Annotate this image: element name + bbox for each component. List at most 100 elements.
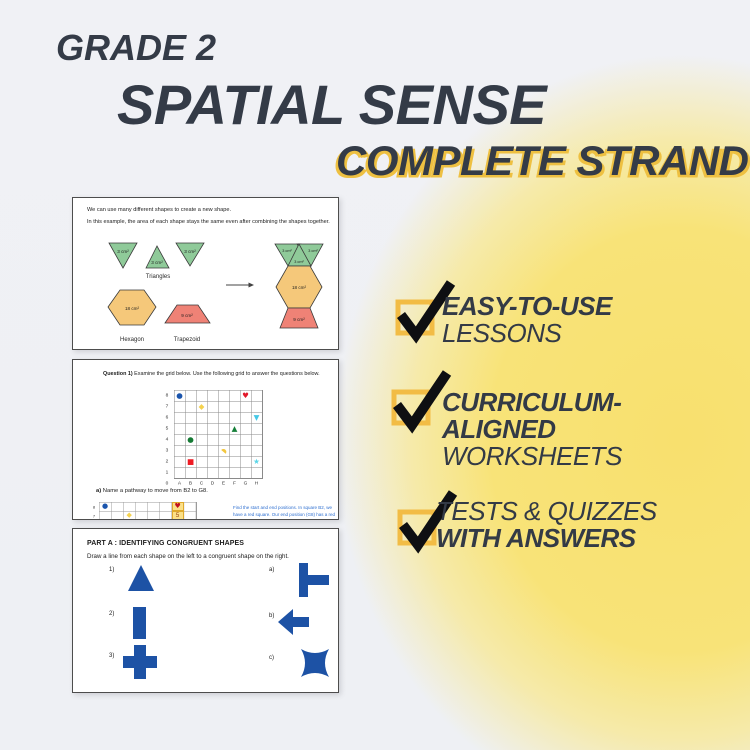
blue-star-shape (301, 649, 329, 677)
checklist-line: CURRICULUM- (442, 387, 622, 417)
answer-value: 5 (175, 512, 180, 519)
question-text: Examine the grid below. Use the followin… (134, 371, 320, 377)
grid-axis-label: 2 (165, 459, 169, 464)
grid-axis-label: B (188, 481, 193, 487)
checklist-line: TESTS & QUIZZES (436, 496, 657, 526)
item-number-3: 3) (109, 653, 115, 659)
item-letter-c: c) (269, 655, 274, 661)
highlighted-cell (171, 502, 184, 511)
area-label: 18 cm² (125, 306, 140, 311)
checklist-item-tests: TESTS & QUIZZES WITH ANSWERS (392, 486, 730, 571)
mini-grid: 87●♥◆▼5 (93, 501, 197, 519)
lesson-intro-line2: In this example, the area of each shape … (87, 219, 330, 225)
grid-axis-label: 1 (165, 470, 169, 475)
worksheet-preview-congruent: PART A : IDENTIFYING CONGRUENT SHAPES Dr… (72, 528, 339, 693)
congruent-instruction: Draw a line from each shape on the left … (87, 553, 289, 560)
grid-shape-green-circle: ● (187, 434, 194, 444)
arrow-right-icon (226, 282, 254, 288)
blue-plus-shape (123, 645, 157, 679)
checklist-line: WITH ANSWERS (436, 523, 636, 553)
trapezoid-shape (164, 304, 211, 324)
page-subtitle: COMPLETE STRAND (336, 137, 749, 184)
area-label: 3 cm² (282, 249, 292, 253)
highlighted-cell (171, 511, 184, 519)
lesson-intro-line1: We can use many different shapes to crea… (87, 207, 232, 213)
grid-axis-label: 7 (165, 404, 169, 409)
grid-axis-label: E (221, 481, 226, 487)
grid-axis-label: D (210, 481, 215, 487)
worksheet-preview-lesson: We can use many different shapes to crea… (72, 197, 339, 350)
part-a-text: Name a pathway to move from B2 to G8. (102, 488, 208, 494)
checked-checkbox-icon (391, 370, 452, 434)
blue-rectangle-shape (133, 607, 146, 639)
item-number-1: 1) (109, 567, 115, 573)
grid-axis-label: 8 (165, 393, 169, 398)
grid-axis-label: 0 (165, 481, 169, 487)
grid-axis-label: 8 (92, 504, 96, 509)
checklist-line: WORKSHEETS (442, 441, 622, 471)
area-label: 9 cm² (293, 317, 305, 322)
grid-axis-label: 7 (92, 513, 96, 518)
hexagon-label: Hexagon (120, 337, 144, 343)
grid-shape-red-square: ■ (186, 456, 195, 466)
grade-label: GRADE 2 (56, 27, 217, 68)
worksheet-preview-grid: Question 1) Examine the grid below. Use … (72, 359, 339, 520)
grid-axis-label: 5 (165, 426, 169, 431)
grid-shape-yellow-banana: ◗ (218, 445, 229, 455)
question-heading: Question 1) Examine the grid below. Use … (103, 371, 320, 377)
grid-axis-label: F (233, 481, 236, 487)
question-label: Question 1) (103, 371, 133, 377)
grid-axis-label: 6 (165, 415, 169, 420)
area-label: 9 cm² (181, 313, 193, 318)
grid-shape-cyan-triangle: ▼ (253, 412, 260, 422)
triangle-up (145, 245, 170, 269)
grid-axis-label: C (199, 481, 204, 487)
checklist-line: ALIGNED (442, 414, 556, 444)
blue-t-shape (299, 563, 329, 597)
checked-checkbox-icon (397, 490, 458, 554)
grid-axis-label: G (243, 481, 248, 487)
congruent-shapes-figure (123, 563, 329, 679)
checklist-line: LESSONS (442, 318, 562, 348)
grid-shape-blue-circle: ● (101, 501, 109, 510)
area-label: 3 cm² (308, 249, 318, 253)
grid-axis-label: 3 (165, 448, 169, 453)
hexagon-shape (107, 289, 157, 326)
grid-shape-blue-circle: ● (176, 390, 183, 400)
grid-shape-red-heart: ♥ (242, 390, 249, 400)
area-label: 3 cm² (184, 249, 196, 254)
combined-trapezoid (279, 307, 319, 329)
grid-shape-yellow-diamond: ◆ (198, 401, 205, 411)
item-letter-b: b) (269, 613, 275, 619)
blue-triangle-shape (128, 565, 154, 591)
grid-shape-yellow-diamond: ◆ (126, 510, 132, 519)
part-a-label: a) (96, 488, 102, 494)
triangle-down-2 (175, 242, 205, 267)
checklist-item-lessons: EASY-TO-USE LESSONS (390, 276, 730, 361)
answer-hint-text: Find the start and end positions. In squ… (233, 505, 336, 519)
area-label: 3 cm² (117, 249, 129, 254)
grid-shape-green-triangle: ▲ (231, 423, 238, 433)
area-label: 3 cm² (151, 260, 163, 265)
trapezoid-label: Trapezoid (174, 337, 200, 343)
part-a-heading: PART A : IDENTIFYING CONGRUENT SHAPES (87, 540, 245, 547)
item-letter-a: a) (269, 567, 275, 573)
checked-checkbox-icon (395, 280, 456, 344)
blue-arrow-left-shape (278, 609, 309, 635)
checklist-item-worksheets: CURRICULUM- ALIGNED WORKSHEETS (386, 366, 730, 481)
item-number-2: 2) (109, 611, 115, 617)
part-a-line: a) Name a pathway to move from B2 to G8. (96, 488, 208, 494)
page-title: SPATIAL SENSE (117, 73, 547, 136)
grid-shape-cyan-star: ★ (253, 456, 260, 466)
triangles-label: Triangles (146, 274, 170, 280)
lesson-shapes-figure: 3 cm² 3 cm² 3 cm² 18 cm² 9 cm² 3 cm² 3 c… (107, 242, 324, 343)
area-label: 3 cm² (294, 260, 304, 264)
triangle-down-1 (108, 242, 138, 269)
grid-axis-label: 4 (165, 437, 169, 442)
grid-axis-label: H (254, 481, 259, 487)
checklist-line: EASY-TO-USE (442, 291, 612, 321)
grid-shape-red-heart: ♥ (174, 501, 181, 510)
area-label: 18 cm² (292, 285, 307, 290)
